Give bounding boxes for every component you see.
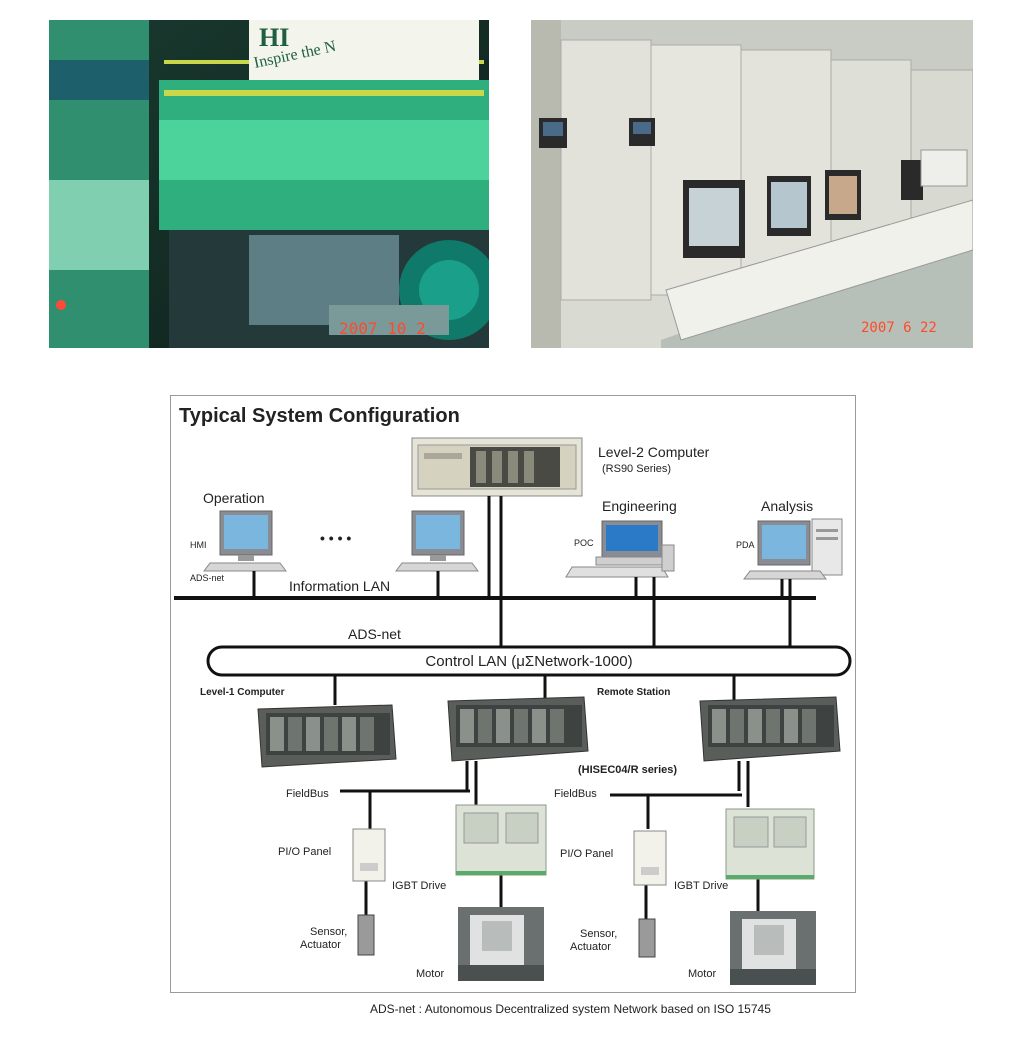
date-stamp-left: 2007 10 2 <box>339 319 426 338</box>
motor-left <box>458 907 544 981</box>
level1-controller <box>257 704 397 768</box>
fieldbus-left-label: FieldBus <box>286 788 329 800</box>
remote-station-label: Remote Station <box>597 687 670 698</box>
hmi-terminal-1 <box>203 510 287 572</box>
poc-label: POC <box>574 538 594 548</box>
poc-terminal <box>565 520 675 578</box>
igbt-drive-left <box>455 804 547 876</box>
actuator-left-label: Actuator <box>300 939 341 951</box>
level2-name: Level-2 Computer <box>598 444 710 460</box>
level2-computer-rack <box>411 437 583 497</box>
motor-left-label: Motor <box>416 968 444 980</box>
engineering-label: Engineering <box>602 498 677 514</box>
sensor-right-label: Sensor, <box>580 928 617 940</box>
igbt-right-label: IGBT Drive <box>674 880 728 892</box>
control-lan-bar <box>206 645 852 677</box>
analysis-label: Analysis <box>761 498 813 514</box>
sensor-left-label: Sensor, <box>310 926 347 938</box>
remote-station-controller-2 <box>699 696 841 762</box>
pio-right-label: PI/O Panel <box>560 848 613 860</box>
sensor-actuator-left <box>357 914 375 956</box>
pda-terminal <box>743 518 843 580</box>
terminal-ellipsis: • • • • <box>320 530 351 546</box>
operation-label: Operation <box>203 490 264 506</box>
information-lan-label: Information LAN <box>289 578 390 594</box>
hmi-terminal-2 <box>395 510 479 572</box>
pio-panel-left <box>352 828 386 882</box>
banner-text: HI <box>259 23 289 52</box>
ads-net-left-label: ADS-net <box>190 573 225 583</box>
igbt-drive-right <box>725 808 815 880</box>
hisec-series-label: (HISEC04/R series) <box>578 764 677 776</box>
remote-station-controller-1 <box>447 696 589 762</box>
system-configuration-diagram: Typical System Configuration Level-2 Com… <box>174 405 852 985</box>
level2-series: (RS90 Series) <box>602 463 671 475</box>
actuator-right-label: Actuator <box>570 941 611 953</box>
pio-panel-right <box>633 830 667 886</box>
photo-mill-equipment: HI Inspire the N 2007 10 2 <box>49 20 489 348</box>
level1-label: Level-1 Computer <box>200 687 285 698</box>
motor-right-label: Motor <box>688 968 716 980</box>
pda-label: PDA <box>736 540 755 550</box>
photo-control-room: 2007 6 22 <box>531 20 973 348</box>
motor-right <box>730 911 816 985</box>
ads-net-label: ADS-net <box>348 626 401 642</box>
footnote: ADS-net : Autonomous Decentralized syste… <box>370 1002 771 1016</box>
control-lan-label: Control LAN (μΣNetwork-1000) <box>425 653 632 670</box>
fieldbus-right-label: FieldBus <box>554 788 597 800</box>
diagram-title: Typical System Configuration <box>179 405 460 427</box>
igbt-left-label: IGBT Drive <box>392 880 446 892</box>
hmi-label: HMI <box>190 540 207 550</box>
pio-left-label: PI/O Panel <box>278 846 331 858</box>
date-stamp-right: 2007 6 22 <box>861 320 937 336</box>
sensor-actuator-right <box>638 918 656 958</box>
